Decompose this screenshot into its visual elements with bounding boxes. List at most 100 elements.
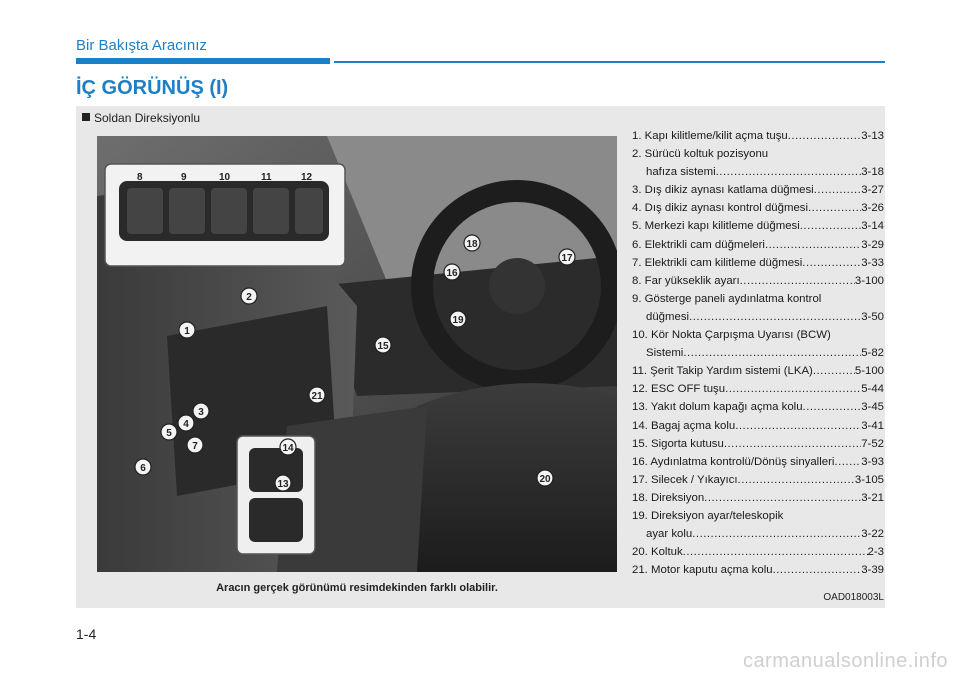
list-item-text: 3. Dış dikiz aynası katlama düğmesi — [632, 184, 814, 197]
list-item-row: 8. Far yükseklik ayarı3-100 — [632, 272, 884, 290]
list-item-page: 2-3 — [867, 546, 884, 559]
list-item: 17. Silecek / Yıkayıcı3-105 — [632, 471, 884, 489]
steering-wheel — [411, 180, 617, 392]
switch-label-9: 9 — [181, 172, 187, 183]
panel-label: Soldan Direksiyonlu — [82, 111, 200, 125]
list-item: 13. Yakıt dolum kapağı açma kolu3-45 — [632, 398, 884, 416]
component-list: 1. Kapı kilitleme/kilit açma tuşu3-132. … — [632, 127, 884, 579]
callout-5: 5 — [160, 423, 178, 441]
list-item-row: 6. Elektrikli cam düğmeleri 3-29 — [632, 236, 884, 254]
list-item-text: 7. Elektrikli cam kilitleme düğmesi — [632, 256, 803, 269]
list-item: 12. ESC OFF tuşu 5-44 — [632, 380, 884, 398]
list-item: 15. Sigorta kutusu 7-52 — [632, 435, 884, 453]
list-item-row: 21. Motor kaputu açma kolu 3-39 — [632, 561, 884, 579]
svg-text:15: 15 — [377, 341, 389, 352]
list-item-page: 3-39 — [861, 564, 884, 577]
figure-caption: Aracın gerçek görünümü resimdekinden far… — [216, 582, 498, 594]
svg-text:2: 2 — [246, 292, 252, 303]
list-item-text: 16. Aydınlatma kontrolü/Dönüş sinyalleri — [632, 455, 835, 468]
list-item: 8. Far yükseklik ayarı3-100 — [632, 272, 884, 290]
list-item: 4. Dış dikiz aynası kontrol düğmesi 3-26 — [632, 199, 884, 217]
list-item-text: 6. Elektrikli cam düğmeleri — [632, 238, 765, 251]
esc-off-switch — [295, 188, 323, 234]
list-item: 7. Elektrikli cam kilitleme düğmesi3-33 — [632, 254, 884, 272]
svg-text:4: 4 — [183, 419, 189, 430]
switch-label-10: 10 — [219, 172, 231, 183]
list-item-text: 8. Far yükseklik ayarı — [632, 274, 740, 287]
list-item-text: 5. Merkezi kapı kilitleme düğmesi — [632, 220, 800, 233]
leader-dots — [834, 453, 861, 471]
svg-text:3: 3 — [198, 407, 204, 418]
list-item-page: 5-44 — [861, 383, 884, 396]
list-item-row: 16. Aydınlatma kontrolü/Dönüş sinyalleri… — [632, 453, 884, 471]
list-item-text: 18. Direksiyon — [632, 491, 705, 504]
section-title: Bir Bakışta Aracınız — [76, 37, 207, 54]
page-heading: İÇ GÖRÜNÜŞ (I) — [76, 77, 229, 99]
list-item-row: 1. Kapı kilitleme/kilit açma tuşu3-13 — [632, 127, 884, 145]
svg-text:17: 17 — [561, 253, 573, 264]
callout-18: 18 — [463, 234, 481, 252]
list-item-row: 7. Elektrikli cam kilitleme düğmesi3-33 — [632, 254, 884, 272]
svg-text:18: 18 — [466, 239, 478, 250]
list-item-page: 5-82 — [861, 347, 884, 360]
bcw-switch — [211, 188, 247, 234]
list-item-page: 3-26 — [861, 202, 884, 215]
list-item-row: 11. Şerit Takip Yardım sistemi (LKA)5-10… — [632, 362, 884, 380]
dimmer-switch — [169, 188, 205, 234]
leader-dots — [788, 127, 861, 145]
list-item-row: 14. Bagaj açma kolu3-41 — [632, 417, 884, 435]
callout-1: 1 — [178, 321, 196, 339]
callout-14: 14 — [279, 438, 297, 456]
list-item-row: 12. ESC OFF tuşu 5-44 — [632, 380, 884, 398]
list-item-page: 3-50 — [861, 310, 884, 323]
list-item-first-line: 10. Kör Nokta Çarpışma Uyarısı (BCW) — [632, 329, 831, 342]
list-item-row: hafıza sistemi3-18 — [632, 163, 884, 181]
list-item-text: 1. Kapı kilitleme/kilit açma tuşu — [632, 130, 788, 142]
list-item-text: 20. Koltuk — [632, 546, 683, 559]
leader-dots — [808, 199, 861, 217]
fuel-door-lever — [249, 498, 303, 542]
list-item-page: 3-29 — [861, 238, 884, 251]
list-item-text: 17. Silecek / Yıkayıcı — [632, 473, 738, 486]
list-item-text: 4. Dış dikiz aynası kontrol düğmesi — [632, 202, 808, 215]
svg-text:7: 7 — [192, 441, 198, 452]
leader-dots — [683, 344, 861, 362]
bullet-square-icon — [82, 113, 90, 121]
list-item: 21. Motor kaputu açma kolu 3-39 — [632, 561, 884, 579]
leader-dots — [683, 543, 868, 561]
callout-3: 3 — [192, 402, 210, 420]
list-item-row: 17. Silecek / Yıkayıcı3-105 — [632, 471, 884, 489]
list-item-row: 4. Dış dikiz aynası kontrol düğmesi 3-26 — [632, 199, 884, 217]
leader-dots — [738, 471, 855, 489]
watermark: carmanualsonline.info — [742, 650, 948, 672]
headlamp-level-switch — [127, 188, 163, 234]
callout-6: 6 — [134, 458, 152, 476]
interior-photo: 8 9 10 11 12 1 2 3 4 5 6 7 13 14 15 16 1… — [97, 136, 617, 572]
svg-text:19: 19 — [452, 315, 464, 326]
list-item-page: 3-14 — [861, 220, 884, 233]
list-item-text: 21. Motor kaputu açma kolu — [632, 564, 773, 577]
list-item-text: 11. Şerit Takip Yardım sistemi (LKA) — [632, 365, 813, 378]
callout-2: 2 — [240, 287, 258, 305]
leader-dots — [803, 398, 862, 416]
list-item-text: 14. Bagaj açma kolu — [632, 419, 736, 432]
leader-dots — [773, 561, 862, 579]
list-item-page: 3-22 — [861, 528, 884, 541]
list-item-text: 12. ESC OFF tuşu — [632, 383, 726, 396]
header-rule-thin — [334, 61, 885, 63]
list-item-page: 3-27 — [861, 184, 884, 197]
list-item: 11. Şerit Takip Yardım sistemi (LKA)5-10… — [632, 362, 884, 380]
list-item-text: 15. Sigorta kutusu — [632, 437, 724, 450]
leader-dots — [814, 181, 861, 199]
list-item-row: 20. Koltuk 2-3 — [632, 543, 884, 561]
list-item-page: 7-52 — [861, 437, 884, 450]
svg-text:16: 16 — [446, 268, 458, 279]
svg-text:13: 13 — [277, 479, 289, 490]
leader-dots — [800, 217, 861, 235]
list-item-text: 13. Yakıt dolum kapağı açma kolu — [632, 401, 803, 414]
lka-switch — [253, 188, 289, 234]
switch-row — [127, 188, 323, 234]
leader-dots — [740, 272, 855, 290]
list-item-row: düğmesi3-50 — [632, 308, 884, 326]
